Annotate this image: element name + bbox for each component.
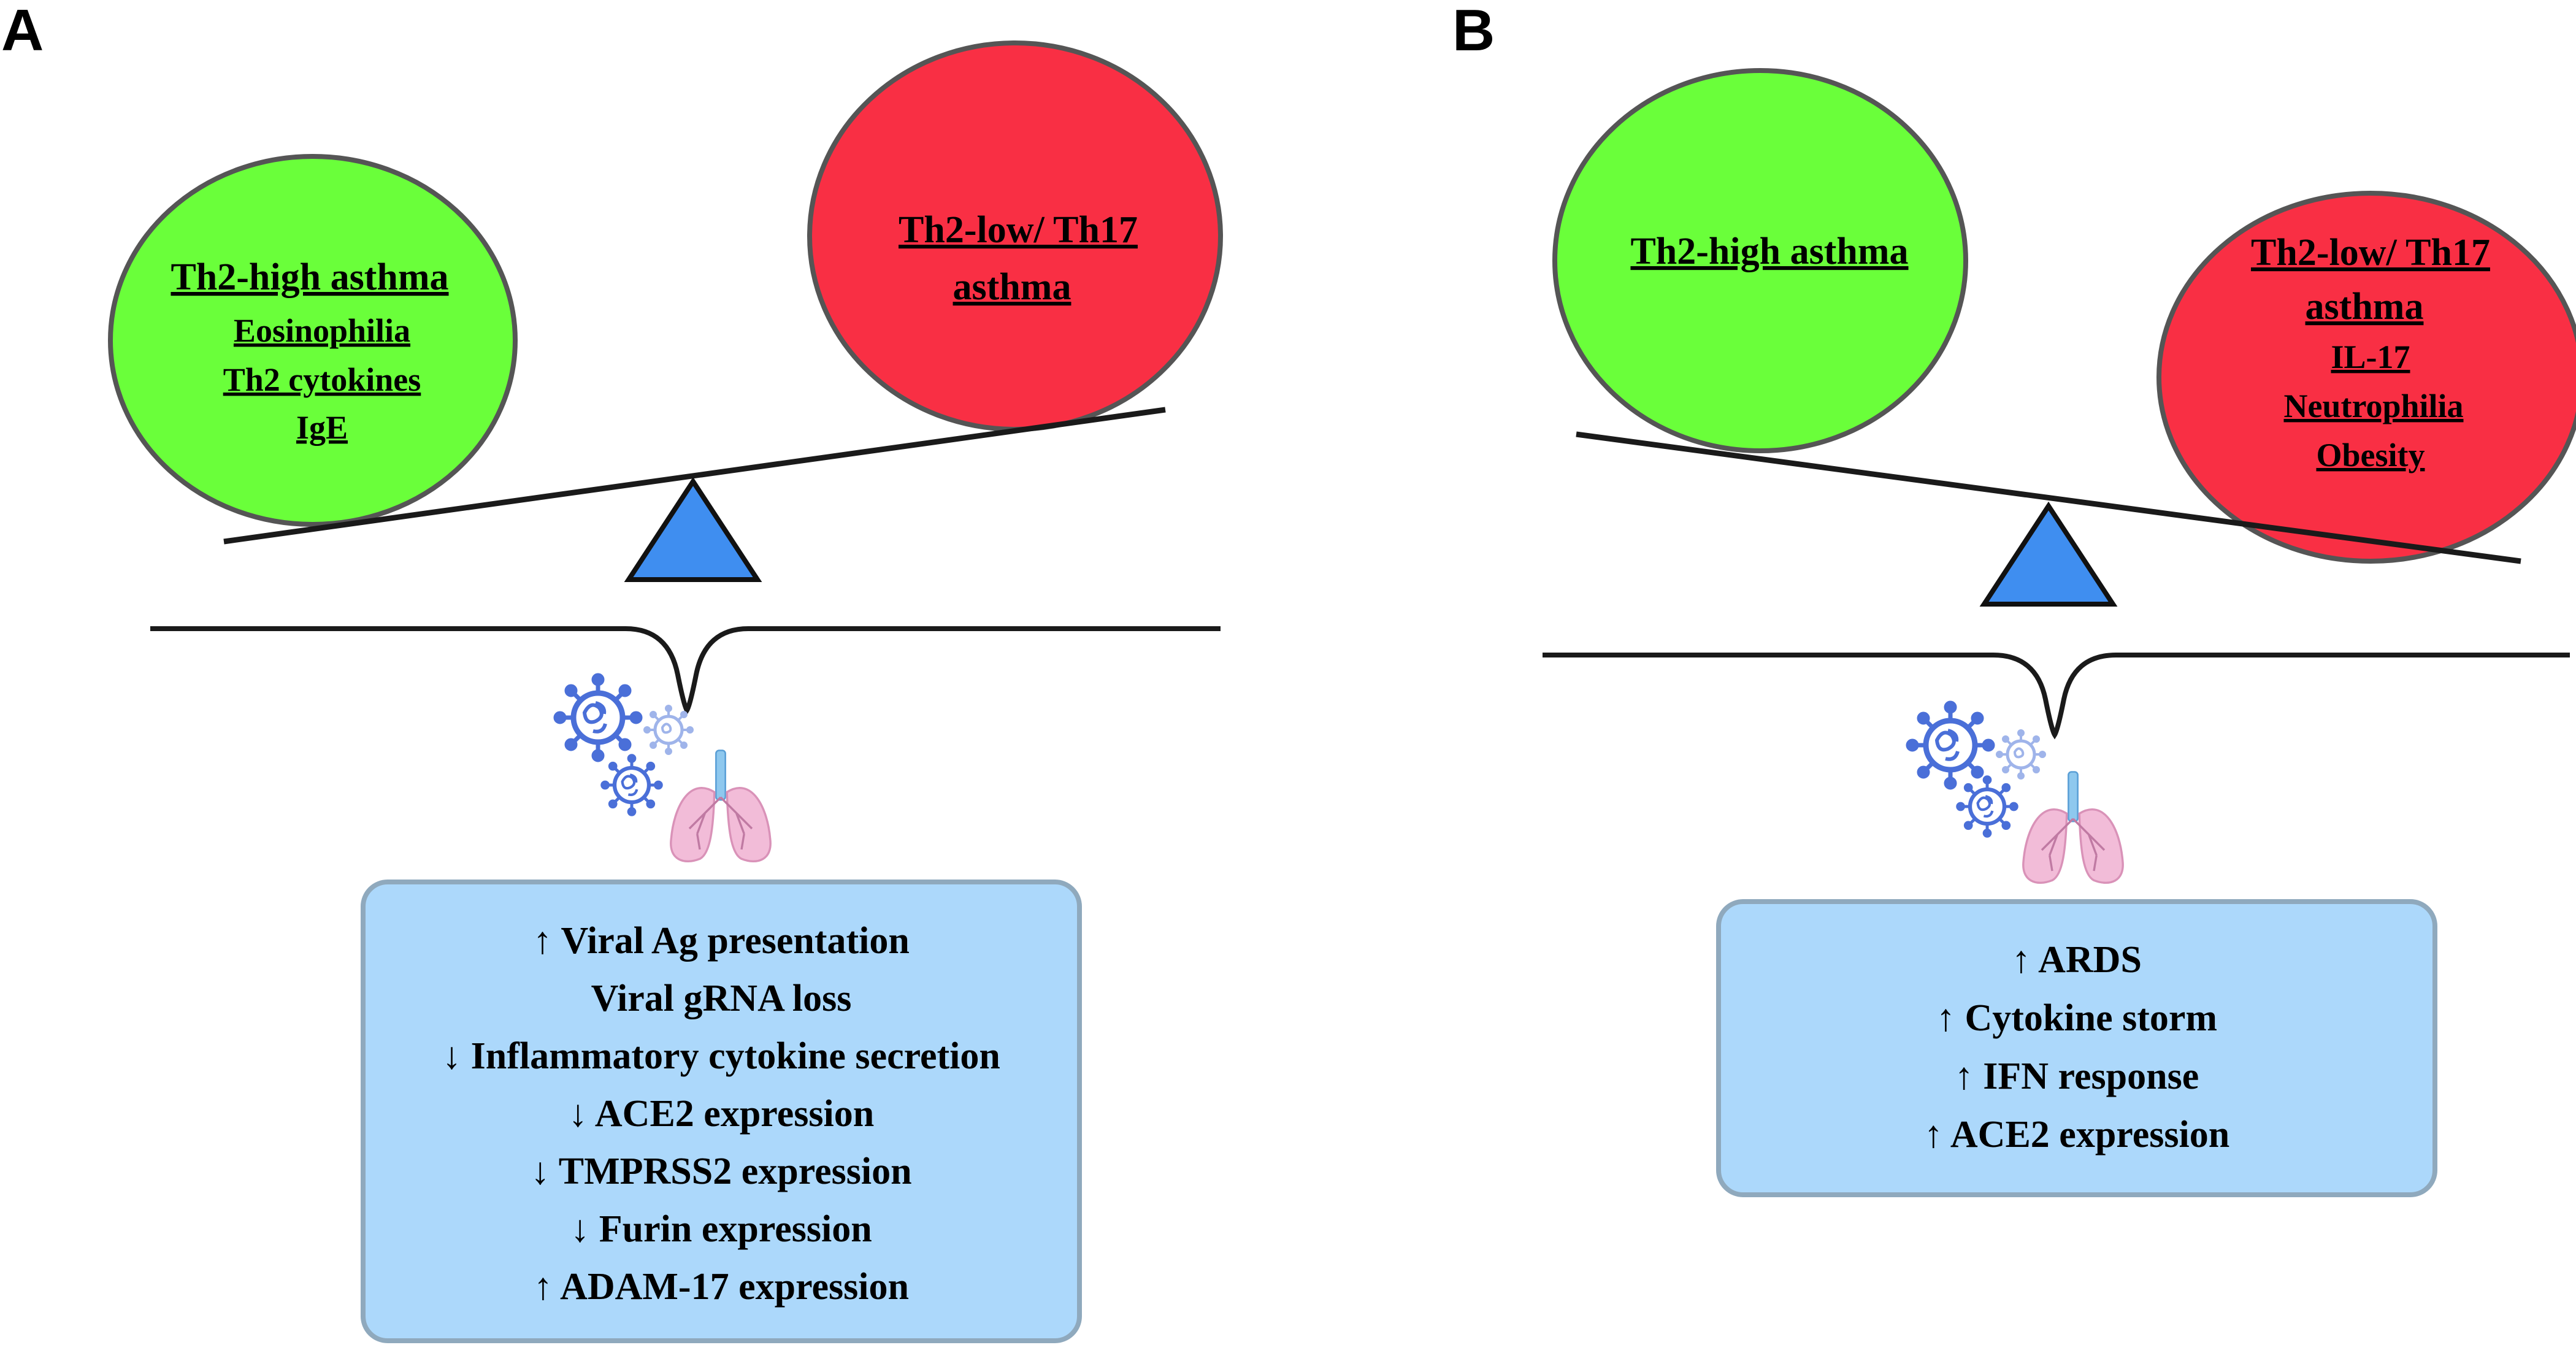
effect-item: Viral gRNA loss [591,978,852,1019]
effect-item: ↑ IFN response [1955,1056,2199,1097]
virus-icon [556,675,640,760]
panel-a: A Th2-high asthma Eosinophilia Th2 cytok… [1,0,1223,1343]
th2-low-title-line1-b: Th2-low/ Th17 [2251,232,2490,274]
virus-icon [645,706,692,754]
panel-label-a: A [1,0,44,63]
seesaw-beam-b [1576,431,2521,564]
th2-low-title-line2-b: asthma [2306,286,2424,328]
effect-item: ↓ Inflammatory cytokine secretion [442,1035,1000,1077]
virus-icon [1958,777,2017,837]
effect-item: ↑ Viral Ag presentation [533,920,910,962]
th2-high-circle-a [108,154,518,527]
virus-icon [1997,730,2045,778]
lungs-icon [2022,770,2124,884]
th2-low-item-obesity: Obesity [2316,437,2425,473]
th2-low-title-line2-a: asthma [953,266,1071,308]
th2-low-item-neutrophilia: Neutrophilia [2283,388,2463,424]
lungs-icon [670,749,772,863]
effect-item: ↑ ADAM-17 expression [534,1266,909,1308]
th2-low-title-line1-a: Th2-low/ Th17 [899,209,1138,251]
th2-high-item-ige: IgE [296,409,348,446]
curly-brace-a [150,626,1221,715]
effect-item: ↓ TMPRSS2 expression [531,1151,911,1192]
fulcrum-b [1979,501,2118,607]
fulcrum-a [624,477,762,582]
curly-brace-b [1543,653,2570,740]
effects-box-b [1716,899,2437,1197]
th2-high-item-eosinophilia: Eosinophilia [234,312,410,349]
effect-item: ↓ ACE2 expression [569,1093,874,1135]
effect-item: ↑ ARDS [2012,939,2142,981]
panel-b: B Th2-high asthma Th2-low/ Th17 asthma I… [1452,0,2576,1197]
th2-high-item-cytokines: Th2 cytokines [223,361,421,398]
th2-high-title-a: Th2-high asthma [171,256,448,298]
th2-high-title-b: Th2-high asthma [1630,231,1908,272]
th2-low-item-il17: IL-17 [2331,339,2410,375]
seesaw-beam-a [223,407,1166,545]
panel-label-b: B [1452,0,1495,63]
th2-low-circle-b [2156,191,2576,564]
effects-box-a [361,880,1082,1343]
effect-item: ↑ ACE2 expression [1924,1114,2229,1156]
virus-icon [1908,703,1993,788]
th2-high-circle-b [1552,68,1968,453]
virus-icon [602,756,662,815]
effect-item: ↑ Cytokine storm [1936,997,2217,1039]
effect-item: ↓ Furin expression [570,1208,872,1250]
